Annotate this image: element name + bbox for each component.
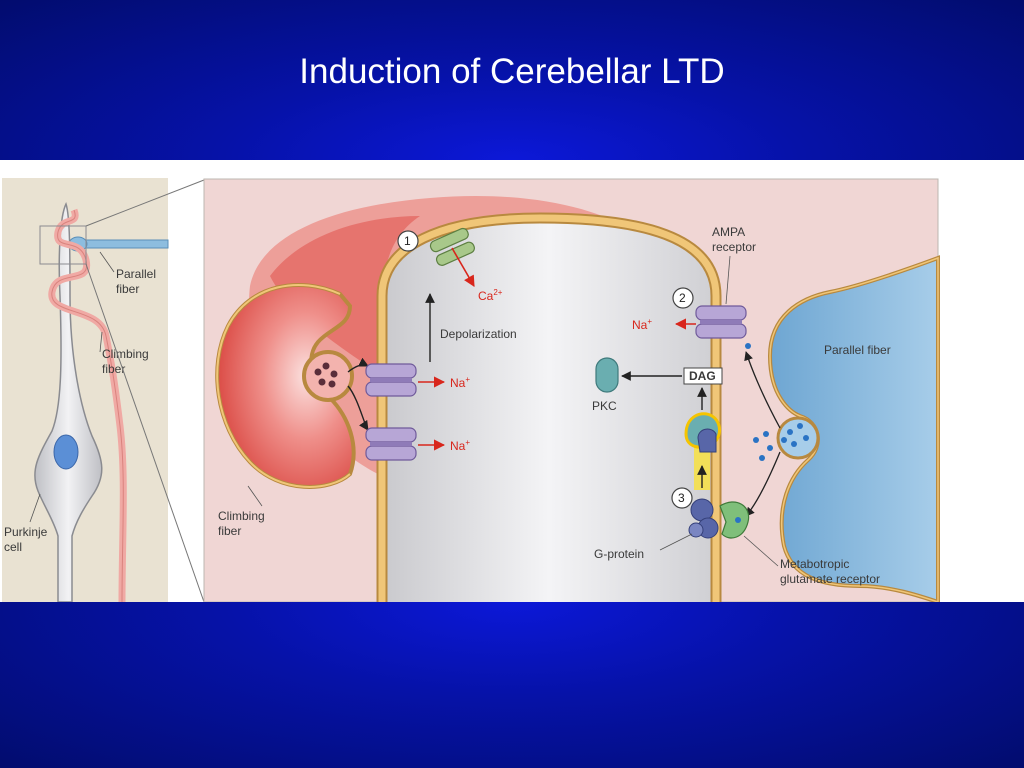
- metabotropic-glutamate-receptor: [719, 501, 750, 539]
- glutamate-dot: [781, 437, 787, 443]
- dendrite-membrane: [378, 214, 720, 602]
- leader-line: [659, 533, 693, 551]
- pkc-molecule: [595, 357, 619, 393]
- overview-climbing-fiber-label-1: Climbing: [102, 347, 149, 361]
- overview-parallel-fiber-label-2: fiber: [116, 282, 139, 296]
- pkc-label: PKC: [592, 399, 617, 413]
- glutamate-dot: [763, 431, 769, 437]
- calcium-influx-arrow: [451, 247, 475, 287]
- g-protein-label: G-protein: [594, 547, 644, 561]
- dendrite-cytoplasm: [382, 218, 716, 602]
- step-2-marker: [672, 287, 694, 309]
- ampa-receptor-label-2: receptor: [712, 240, 756, 254]
- leader-line: [743, 535, 779, 567]
- overview-purkinje-label-1: Purkinje: [4, 525, 48, 539]
- step-1-number: 1: [404, 234, 411, 248]
- overview-climbing-fiber-edge: [51, 209, 124, 602]
- overview-panel: Parallel fiber Climbing fiber Purkinje c…: [2, 178, 169, 602]
- vesicle: [330, 370, 338, 378]
- overview-parallel-fiber-label-1: Parallel: [116, 267, 156, 281]
- glutamate-dot: [787, 429, 793, 435]
- cf-ampa-channel-1: [365, 363, 417, 397]
- mglur-label-2: glutamate receptor: [780, 572, 880, 586]
- vesicle: [328, 380, 336, 388]
- glutamate-dot: [745, 343, 751, 349]
- glutamate-dot: [797, 423, 803, 429]
- step-3-number: 3: [678, 491, 685, 505]
- g-protein: [688, 498, 719, 539]
- ampa-receptor-label-1: AMPA: [712, 225, 745, 239]
- cf-ampa-channel-2: [365, 427, 417, 461]
- overview-zoom-box: [39, 225, 87, 265]
- overview-purkinje-label-2: cell: [4, 540, 22, 554]
- g-protein-alpha: [697, 428, 717, 453]
- na-label-1: Na+: [450, 375, 470, 390]
- depolarization-core: [270, 216, 420, 376]
- detail-climbing-fiber-label-1: Climbing: [218, 509, 265, 523]
- na-label-3: Na+: [632, 317, 652, 332]
- vesicle: [314, 368, 322, 376]
- mglur-label-1: Metabotropic: [780, 557, 849, 571]
- na-label-2: Na+: [450, 438, 470, 453]
- zoom-connector-bottom: [85, 263, 205, 602]
- leader-line: [99, 331, 103, 353]
- glutamate-dot: [753, 437, 759, 443]
- glutamate-arrow: [347, 357, 369, 373]
- dag-box: [683, 367, 723, 385]
- overview-climbing-fiber-label-2: fiber: [102, 362, 125, 376]
- pf-ampa-receptor: [695, 305, 747, 339]
- glutamate-dot: [791, 441, 797, 447]
- title-bar: [0, 0, 1024, 160]
- footer-bar: [0, 602, 1024, 768]
- leader-line: [247, 485, 263, 507]
- vesicle: [318, 378, 326, 386]
- ltd-diagram: Parallel fiber Climbing fiber Purkinje c…: [0, 176, 940, 602]
- glutamate-arrow: [347, 385, 369, 431]
- vesicle: [322, 362, 330, 370]
- leader-line: [29, 493, 41, 523]
- climbing-fiber-bouton: [302, 350, 354, 402]
- overview-purkinje-nucleus: [53, 434, 79, 470]
- climbing-fiber-membrane: [216, 283, 351, 488]
- parallel-fiber-bouton: [776, 416, 820, 460]
- step-1-marker: [397, 230, 419, 252]
- glutamate-dot: [803, 435, 809, 441]
- glutamate-to-ampa-arrow: [744, 351, 781, 429]
- leader-line: [725, 255, 731, 305]
- glutamate-dot: [735, 517, 741, 523]
- calcium-label: Ca2+: [478, 288, 503, 303]
- parallel-fiber-label: Parallel fiber: [824, 343, 891, 357]
- dag-label: DAG: [689, 369, 716, 383]
- step-3-marker: [671, 487, 693, 509]
- leader-line: [99, 251, 115, 273]
- detail-panel: Na+ Na+ 1 Ca2+ Depolarization Parallel f…: [203, 178, 940, 602]
- overview-parallel-fiber: [75, 239, 169, 249]
- glutamate-to-mglur-arrow: [745, 451, 781, 517]
- depolarization-label: Depolarization: [440, 327, 517, 341]
- detail-climbing-fiber-label-2: fiber: [218, 524, 241, 538]
- overview-purkinje-cell: [34, 202, 103, 602]
- glutamate-dot: [759, 455, 765, 461]
- zoom-connector-top: [85, 179, 205, 227]
- glutamate-dot: [767, 445, 773, 451]
- step-2-number: 2: [679, 291, 686, 305]
- slide-title: Induction of Cerebellar LTD: [299, 52, 725, 91]
